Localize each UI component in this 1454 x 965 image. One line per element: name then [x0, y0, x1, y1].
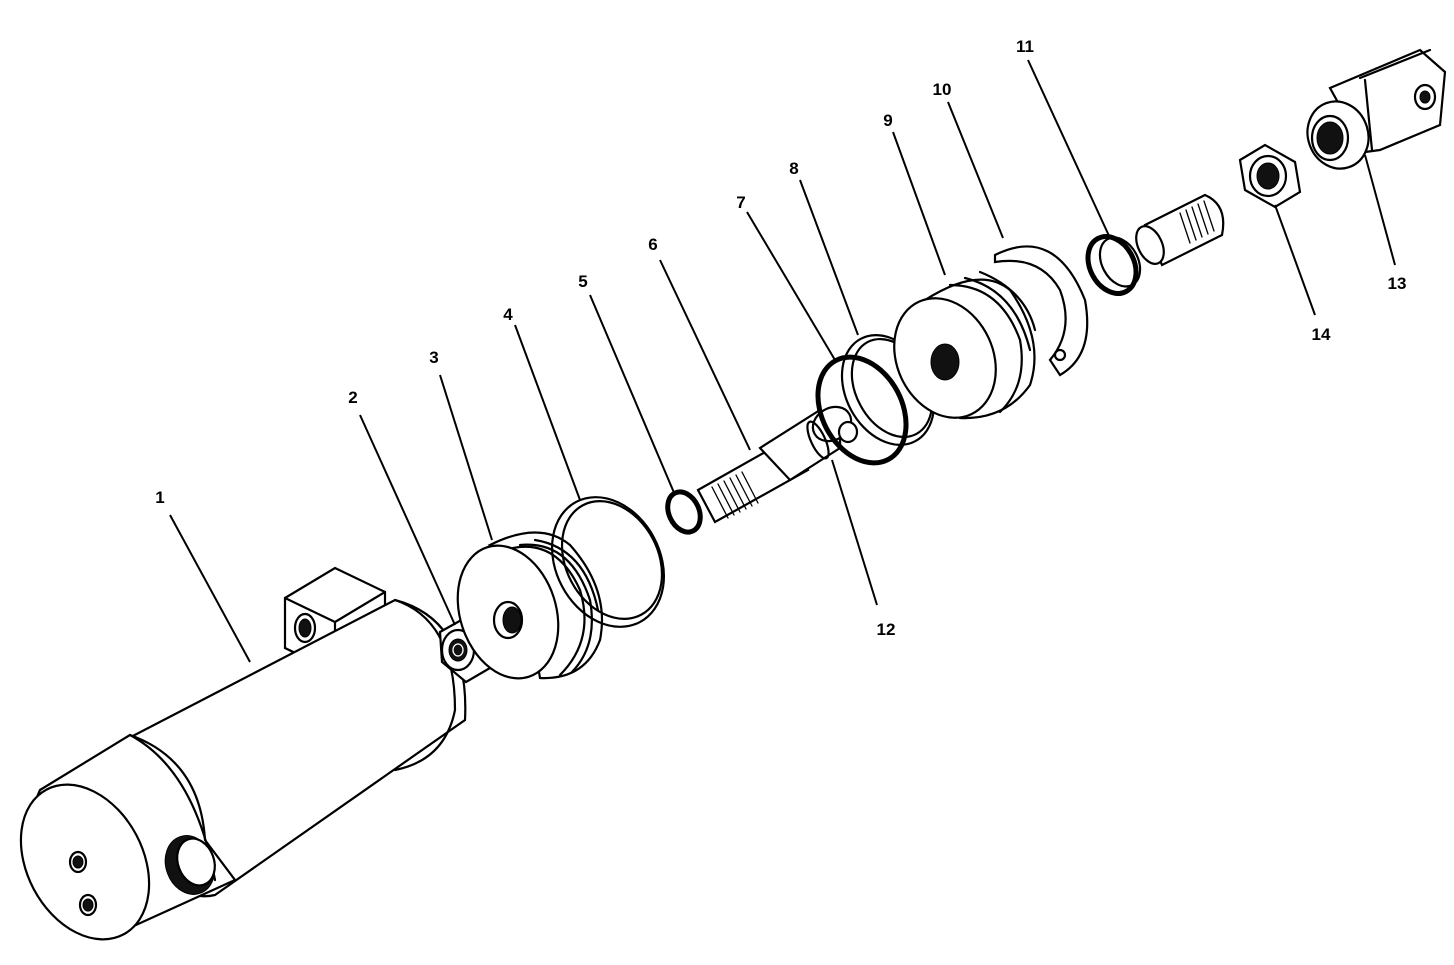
callout-label-10: 10 — [933, 80, 952, 99]
leader-5 — [589, 294, 676, 496]
callout-label-3: 3 — [429, 348, 438, 367]
part-6-piston-rod — [696, 405, 859, 524]
callout-label-1: 1 — [155, 488, 164, 507]
callout-label-12: 12 — [877, 620, 896, 639]
leader-6 — [659, 259, 751, 451]
leader-1 — [169, 514, 251, 663]
leader-12 — [831, 459, 878, 606]
part-9-rear-piston — [893, 270, 1037, 420]
leader-10 — [947, 101, 1004, 239]
part-1-cylinder-body — [19, 566, 467, 941]
part-12-rod-o-ring — [806, 420, 830, 460]
leader-3 — [439, 374, 493, 541]
callout-label-4: 4 — [503, 305, 513, 324]
leader-9 — [892, 131, 946, 276]
part-10-retaining-ring — [993, 245, 1089, 377]
leader-2 — [359, 414, 456, 626]
callout-label-14: 14 — [1312, 325, 1331, 344]
part-4-seal-ring — [550, 496, 666, 628]
leader-lines — [169, 59, 1396, 663]
leader-7 — [746, 211, 836, 361]
callout-label-13: 13 — [1388, 274, 1407, 293]
callout-label-11: 11 — [1016, 37, 1034, 56]
callout-label-6: 6 — [648, 235, 657, 254]
leader-4 — [514, 324, 581, 501]
callout-label-5: 5 — [578, 272, 587, 291]
leader-8 — [799, 179, 859, 336]
leader-11 — [1027, 59, 1111, 239]
leader-13 — [1364, 154, 1396, 266]
part-3-piston — [456, 531, 604, 680]
leader-14 — [1274, 204, 1316, 316]
part-11-bushing — [1085, 234, 1142, 296]
part-14-hex-nut — [1238, 143, 1302, 209]
callout-label-8: 8 — [789, 159, 798, 178]
part-7-ring — [815, 354, 909, 466]
callout-label-7: 7 — [736, 193, 745, 212]
part-13-clevis — [1306, 48, 1447, 170]
threaded-stud — [1135, 193, 1225, 267]
callout-labels: 1 2 3 4 5 6 7 8 9 10 11 12 13 14 — [155, 37, 1406, 639]
callout-label-9: 9 — [883, 111, 892, 130]
callout-label-2: 2 — [348, 388, 357, 407]
